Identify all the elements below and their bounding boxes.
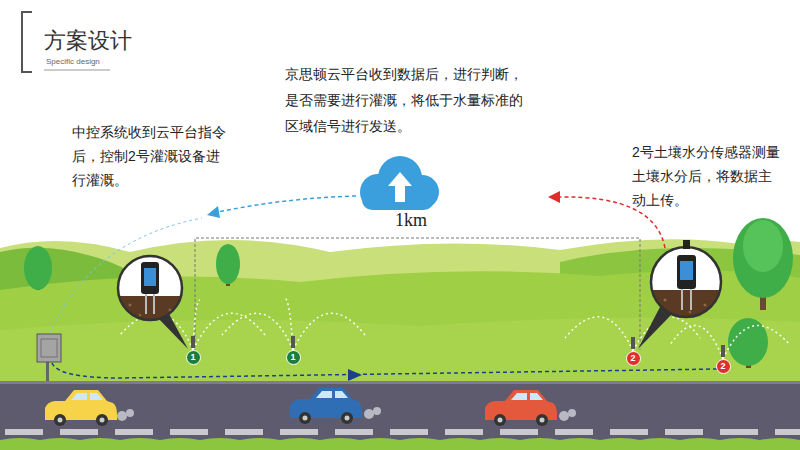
blue-car bbox=[290, 388, 381, 424]
command-arrow bbox=[50, 196, 356, 333]
control-wire bbox=[52, 363, 718, 381]
callout-number-text: 1 bbox=[190, 353, 195, 362]
road bbox=[0, 381, 800, 450]
callout-number-text: 1 bbox=[290, 353, 295, 362]
page-title: 方案设计 bbox=[44, 26, 132, 56]
hills bbox=[0, 239, 800, 390]
sensor-magnifier bbox=[110, 250, 190, 349]
step-note: 中控系统收到云平台指令后，控制2号灌溉设备进行灌溉。 bbox=[72, 120, 232, 192]
red-car bbox=[485, 390, 576, 426]
callout-number: 1 bbox=[186, 350, 201, 365]
sensor-magnifier bbox=[638, 240, 730, 349]
callout-number: 2 bbox=[626, 351, 641, 366]
yellow-car bbox=[45, 390, 134, 426]
trees bbox=[24, 218, 793, 368]
cloud-platform bbox=[360, 156, 439, 210]
callout-number: 2 bbox=[716, 359, 731, 374]
step-note: 2号土壤水分传感器测量土壤水分后，将数据主动上传。 bbox=[632, 140, 784, 212]
control-box bbox=[37, 334, 61, 386]
callout-number-text: 2 bbox=[720, 362, 725, 371]
callout-number: 1 bbox=[286, 350, 301, 365]
callout-number-text: 2 bbox=[630, 354, 635, 363]
subtitle: Specific design bbox=[46, 58, 100, 67]
dimension-label: 1km bbox=[392, 210, 430, 232]
dimension-line bbox=[195, 238, 640, 352]
step-note: 京思顿云平台收到数据后，进行判断，是否需要进行灌溉，将低于水量标准的区域信号进行… bbox=[285, 62, 535, 140]
